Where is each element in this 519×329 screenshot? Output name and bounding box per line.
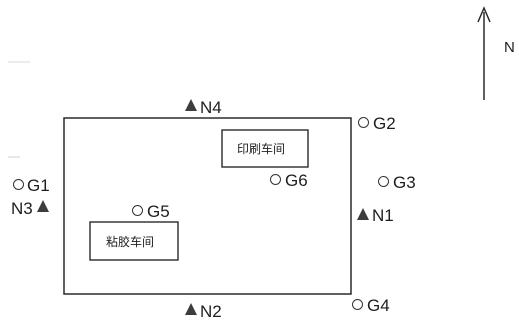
noise-point-label: N3 [11,199,33,218]
gas-point-label: G6 [285,171,308,190]
noise-point-label: N4 [200,98,222,117]
factory-boundary [63,117,352,295]
gas-point-circle-icon [352,299,363,310]
noise-point-triangle-icon [185,303,197,315]
gluing-workshop-label: 粘胶车间 [106,235,155,249]
gas-point-label: G1 [27,176,50,195]
printing-workshop-label: 印刷车间 [237,142,286,156]
noise-point-triangle-icon [185,99,197,111]
gas-point-label: G3 [393,173,416,192]
gas-point-circle-icon [13,179,24,190]
gas-point-circle-icon [132,205,143,216]
gas-point-circle-icon [378,176,389,187]
noise-point-triangle-icon [37,200,49,212]
noise-point-triangle-icon [357,208,369,220]
gas-point-circle-icon [270,174,281,185]
gas-point-circle-icon [358,117,369,128]
printing-workshop-box [221,129,309,168]
north-label: N [504,39,515,56]
noise-point-label: N1 [372,206,394,225]
gas-point-label: G5 [147,202,170,221]
noise-point-label: N2 [200,302,222,321]
gas-point-label: G4 [367,296,390,315]
gas-point-label: G2 [373,114,396,133]
north-arrow-icon [477,6,491,23]
gluing-workshop-box [89,221,179,261]
